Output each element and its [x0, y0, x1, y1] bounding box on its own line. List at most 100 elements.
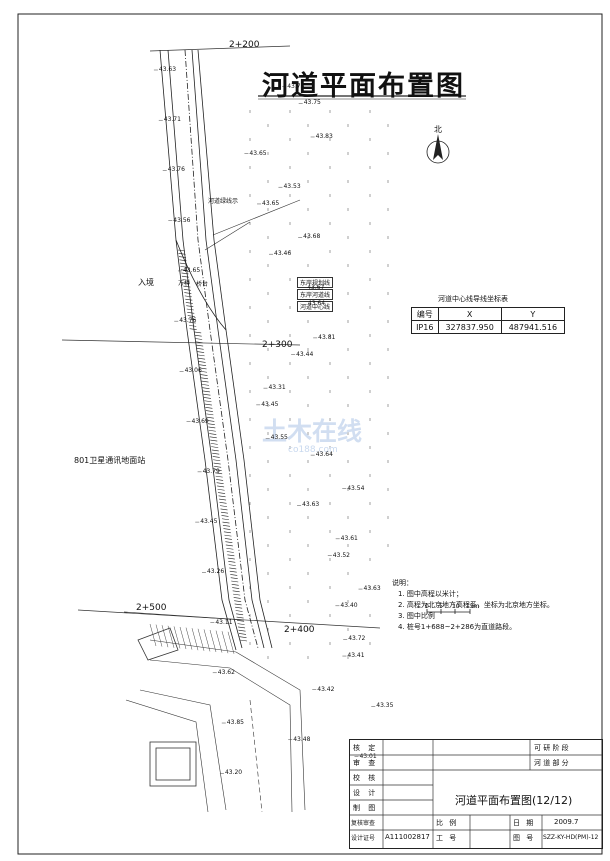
- tb-row-draw: 制 图: [353, 804, 379, 812]
- hatch-line: [198, 357, 206, 360]
- station-line-2300: [61, 339, 301, 346]
- hatch-line: [216, 482, 224, 484]
- parking-line: [191, 628, 199, 651]
- hatch-line: [182, 279, 190, 281]
- hatch-line: [181, 275, 189, 278]
- elevation-label: 43.68: [303, 233, 321, 241]
- hatch-line: [238, 629, 246, 632]
- elevation-label: 43.61: [340, 534, 358, 542]
- hatch-line: [224, 538, 232, 540]
- hatch-line: [238, 626, 246, 629]
- elevation-label: 43.01: [359, 752, 377, 760]
- hatch-line: [182, 282, 190, 285]
- river-left-bank: [159, 49, 237, 651]
- hatch-line: [212, 456, 220, 458]
- building-2: [137, 627, 179, 661]
- hatch-line: [228, 564, 236, 566]
- bank-hatch: [177, 249, 248, 642]
- tb-scale-label: 比 例: [436, 819, 459, 827]
- cross-line-a: [212, 199, 301, 236]
- hatch-line: [239, 636, 247, 639]
- coord-table-row: IP16 327837.950 487941.516: [411, 320, 566, 334]
- note-2: 2. 高程为北京地方高程系，坐标为北京地方坐标。: [398, 601, 554, 609]
- tb-fig-value: SZZ-KY-HD(PM)-12: [543, 834, 599, 841]
- hatch-line: [214, 466, 222, 468]
- north-arrow: [426, 134, 450, 164]
- hatch-line: [221, 518, 230, 521]
- hatch-line: [220, 511, 229, 514]
- elevation-label: 43.75: [303, 99, 321, 107]
- hatch-line: [199, 364, 207, 367]
- elevation-label: 43.85: [226, 719, 244, 727]
- elevation-label: 43.52: [332, 551, 350, 559]
- building-1: [149, 741, 197, 787]
- hatch-line: [211, 449, 219, 452]
- elevation-label: 43.65: [262, 199, 280, 207]
- hatch-line: [222, 521, 230, 524]
- elevation-label: 43.54: [347, 484, 365, 492]
- parking-line: [203, 629, 211, 652]
- hatch-line: [216, 479, 224, 481]
- parking-line: [161, 625, 169, 648]
- hatch-line: [200, 374, 208, 376]
- coord-cell-x: 327837.950: [437, 320, 502, 334]
- coord-table-caption: 河道中心线导线坐标表: [438, 295, 508, 303]
- tb-row-check: 校 核: [353, 774, 379, 782]
- hatch-line: [235, 610, 243, 612]
- hatch-line: [187, 315, 195, 317]
- hatch-line: [215, 475, 223, 478]
- coord-table: 编号 X Y IP16 327837.950 487941.516: [411, 307, 566, 334]
- elevation-label: 43.41: [347, 652, 365, 660]
- parking-line: [209, 629, 217, 653]
- hatch-line: [184, 295, 192, 298]
- hatch-line: [225, 544, 233, 547]
- hatch-line: [227, 554, 235, 557]
- hatch-line: [208, 429, 216, 432]
- hatch-line: [230, 577, 238, 580]
- hatch-line: [197, 354, 205, 357]
- elevation-label: 43.83: [315, 132, 333, 140]
- hatch-line: [186, 305, 194, 308]
- hatch-line: [178, 252, 186, 255]
- parking-line: [179, 626, 187, 650]
- hatch-line: [204, 400, 212, 403]
- hatch-line: [203, 393, 211, 396]
- hatch-line: [195, 341, 203, 344]
- sheet-border: [17, 13, 603, 855]
- hatch-line: [199, 370, 208, 373]
- hatch-line: [188, 318, 196, 321]
- hatch-line: [220, 508, 228, 511]
- bridge-label: 方桥: [178, 280, 191, 287]
- note-3: 3. 图中比例: [398, 612, 435, 620]
- hatch-line: [189, 325, 197, 327]
- hatch-line: [231, 583, 239, 586]
- hatch-line: [208, 426, 216, 429]
- hatch-line: [200, 377, 209, 380]
- hatch-line: [232, 590, 240, 593]
- hatch-line: [218, 495, 226, 498]
- hatch-line: [203, 397, 211, 399]
- hatch-line: [234, 603, 242, 606]
- elevation-label: 43.72: [348, 635, 366, 643]
- tb-job-label: 工 号: [436, 834, 459, 842]
- north-label: 北: [434, 125, 442, 134]
- legend-river-centerline: 河道中心线: [297, 301, 334, 312]
- hatch-line: [229, 567, 237, 570]
- elevation-label: 43.63: [302, 501, 320, 509]
- hatch-line: [228, 561, 236, 563]
- elevation-points: [153, 69, 389, 774]
- coord-header-x: X: [437, 307, 502, 321]
- hatch-line: [210, 439, 218, 442]
- scale-tick-0: 0: [425, 603, 429, 610]
- elevation-label: 43.69: [191, 417, 209, 425]
- elevation-label: 43.65: [249, 149, 267, 157]
- hatch-line: [206, 416, 214, 419]
- hatch-line: [236, 613, 244, 616]
- satellite-station-label: 801卫星通讯地面站: [74, 456, 146, 465]
- hatch-line: [223, 528, 231, 530]
- hatch-line: [199, 367, 207, 370]
- river-center-line: [184, 49, 259, 649]
- hatch-line: [196, 344, 204, 347]
